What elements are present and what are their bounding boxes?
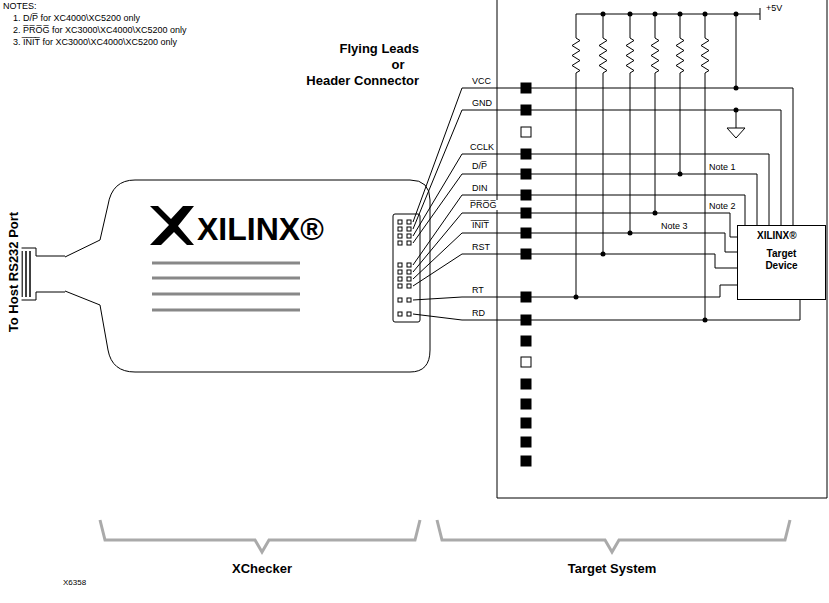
pullup-resistors — [572, 14, 709, 320]
body-stripes — [152, 263, 300, 310]
note-text: 3. I̅N̅I̅T̅ for XC3000\XC4000\XC5200 onl… — [12, 37, 178, 47]
signal-name: P̅R̅O̅G̅ — [469, 200, 498, 210]
header-pins — [521, 83, 531, 466]
xilinx-logo-mark — [150, 206, 194, 245]
junction-dots — [574, 12, 739, 323]
device-label: Target Device — [738, 248, 825, 271]
signal-name: GND — [471, 98, 493, 108]
cable-body-outline — [60, 175, 435, 377]
signal-name: RT — [471, 285, 485, 295]
note-reference: Note 3 — [660, 221, 689, 231]
signal-name: D/P̅ — [471, 161, 488, 171]
note-text: 2. P̅R̅O̅G̅ for XC3000\XC4000\XC5200 onl… — [12, 25, 188, 35]
section-label: Target System — [567, 562, 658, 577]
figure-number: X6358 — [62, 578, 87, 587]
supply-label: +5V — [765, 3, 783, 13]
callout-text: or — [391, 58, 406, 73]
signal-name: CCLK — [469, 142, 495, 152]
signal-name: RD — [471, 308, 486, 318]
callout-text: Header Connector — [305, 74, 420, 89]
signal-name: I̅N̅I̅T̅ — [471, 220, 490, 230]
section-label: XChecker — [231, 562, 293, 577]
ground-symbol — [727, 110, 745, 138]
signal-name: RST — [471, 242, 491, 252]
target-brace — [437, 520, 790, 552]
xchecker-cable-body: XILINX® — [60, 175, 435, 377]
brand-logo-text: XILINX® — [757, 230, 797, 242]
flying-leads — [413, 88, 521, 320]
connector-pins — [398, 220, 411, 316]
note-reference: Note 2 — [708, 201, 737, 211]
note-reference: Note 1 — [708, 162, 737, 172]
signal-name: VCC — [471, 76, 492, 86]
target-system-board — [497, 0, 827, 498]
brand-logo-text: XILINX® — [197, 211, 324, 248]
target-device-box: XILINX® Target Device — [737, 225, 826, 300]
callout-text: Flying Leads — [339, 42, 420, 57]
signal-name: DIN — [471, 183, 489, 193]
notes-heading: NOTES: — [2, 1, 38, 11]
note-text: 1. D/P̅ for XC4000\XC5200 only — [12, 13, 141, 23]
xchecker-brace — [100, 520, 420, 552]
port-label: To Host RS232 Port — [7, 211, 22, 333]
